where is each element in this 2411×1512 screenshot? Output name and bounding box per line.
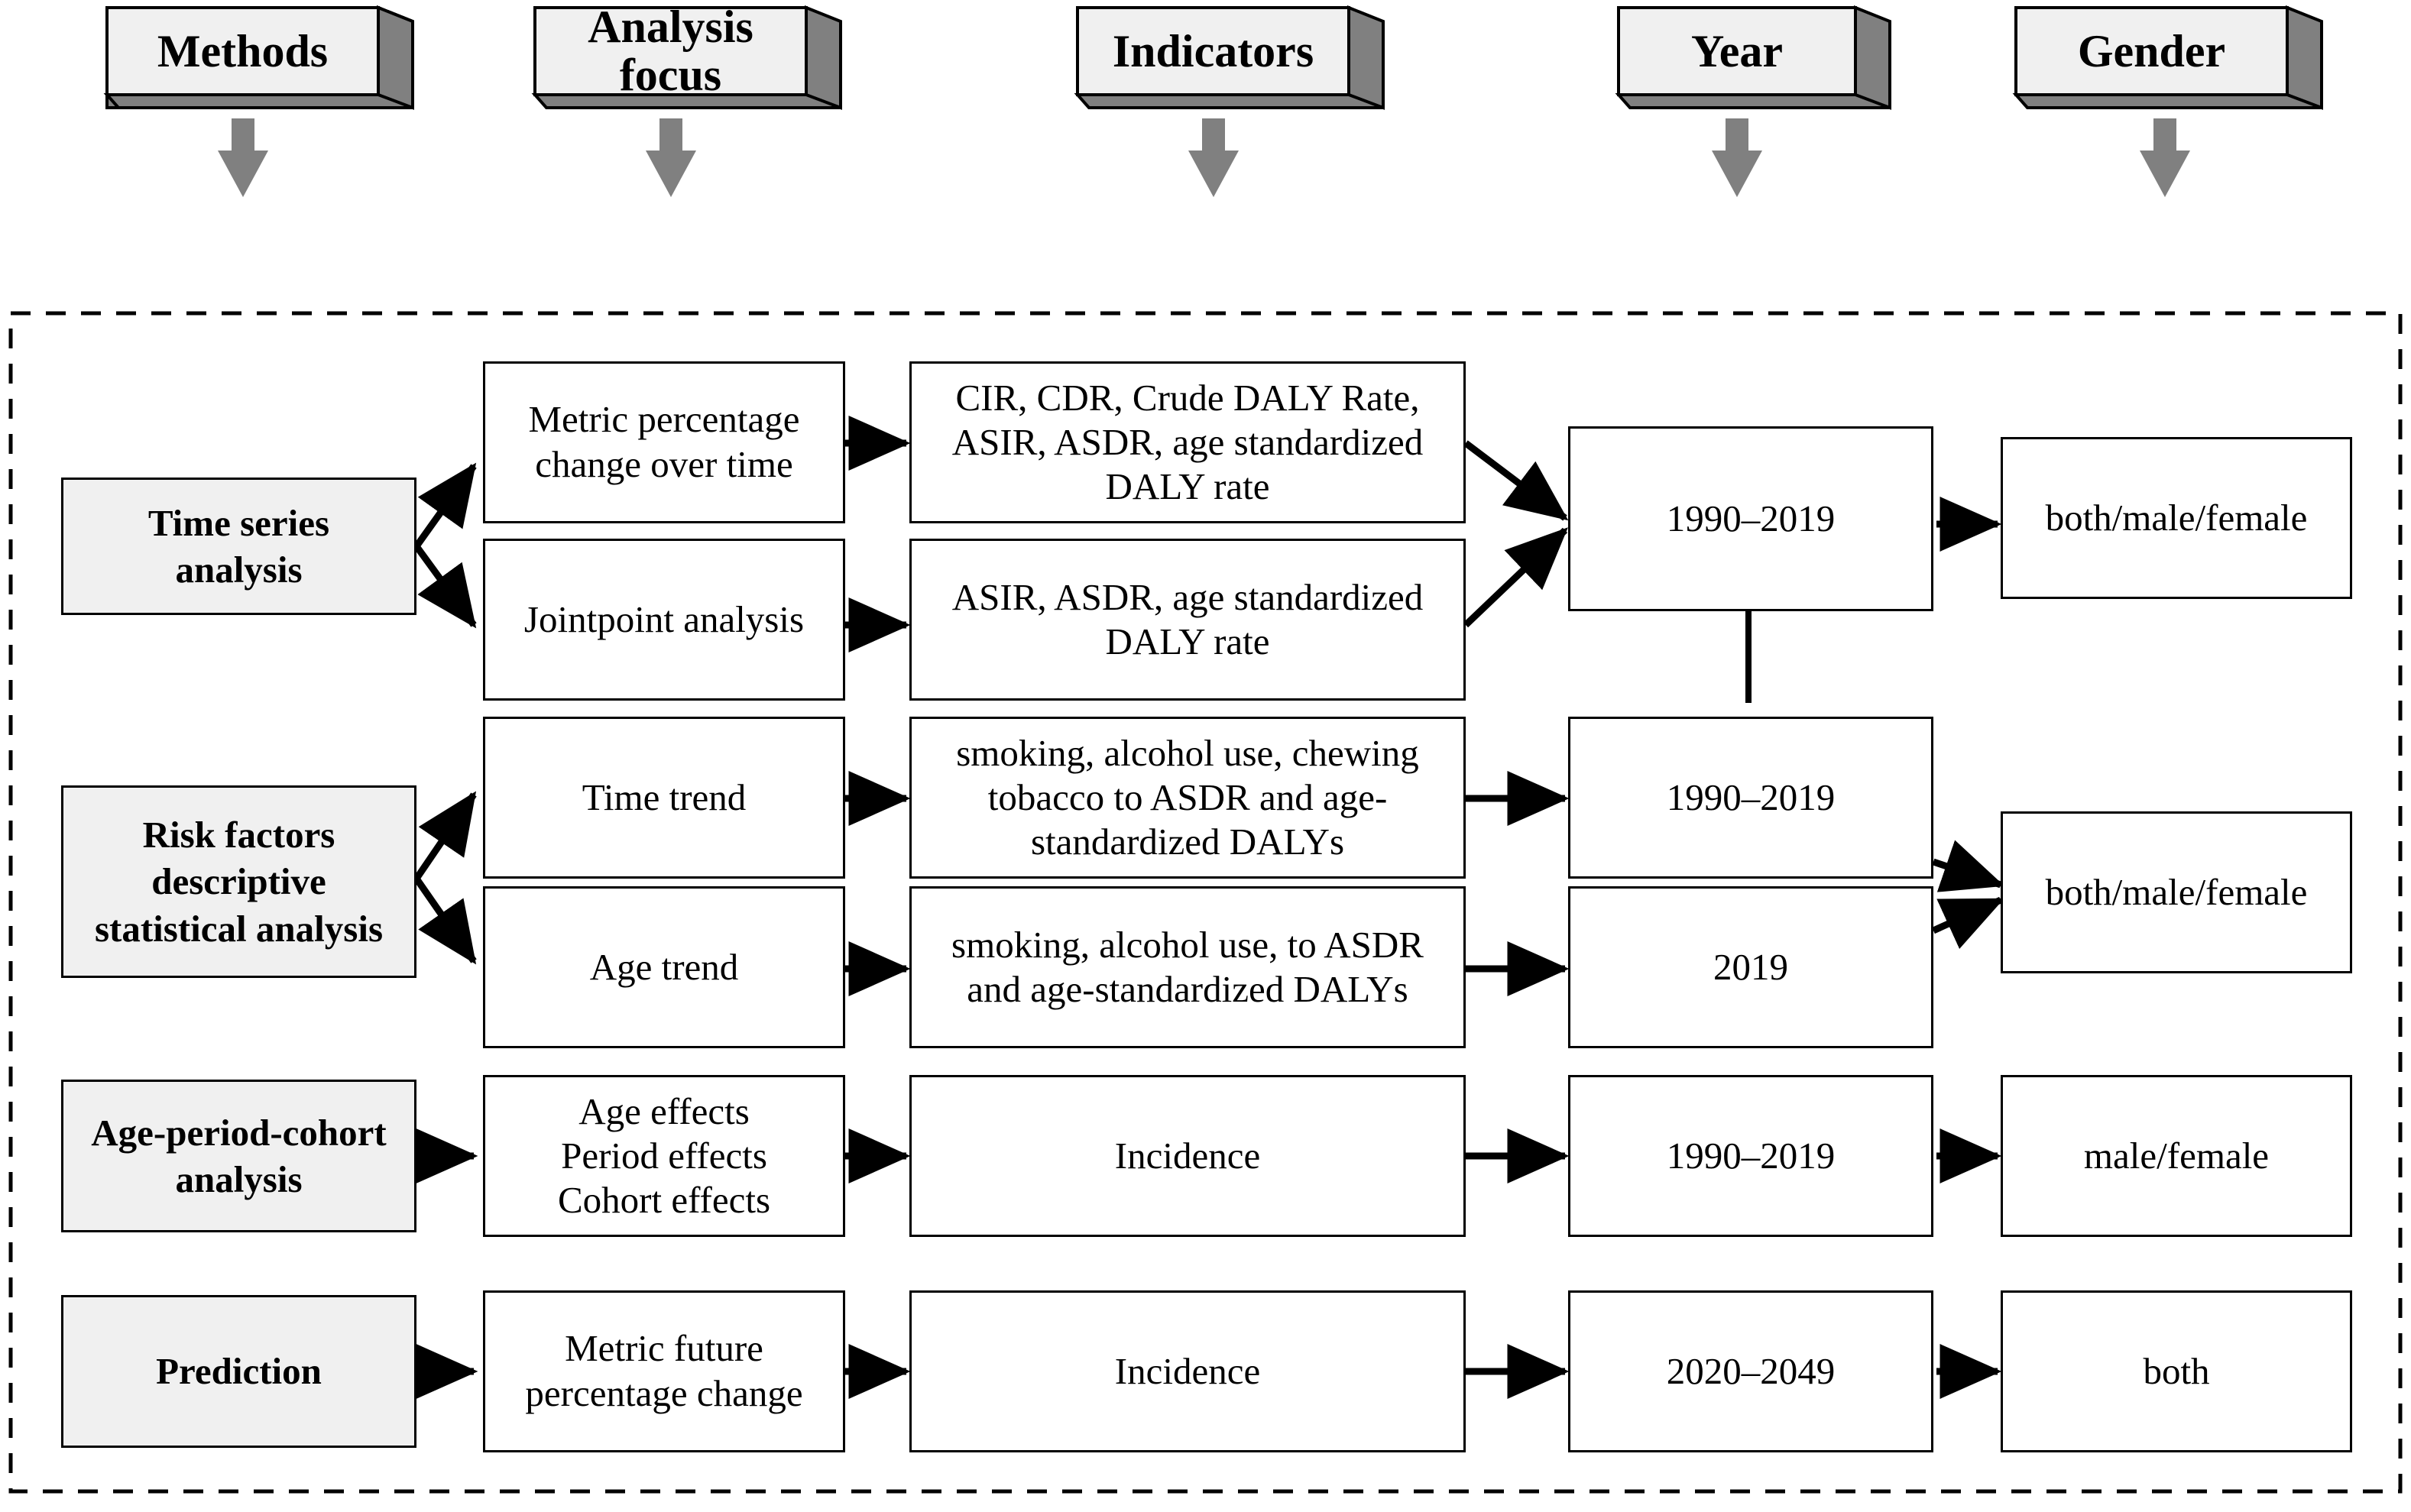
down-arrow-analysis-focus <box>646 118 696 197</box>
node-year-risk-age-trend[interactable]: 2019 <box>1568 886 1933 1048</box>
down-arrow-gender <box>2140 118 2190 197</box>
node-gender-prediction[interactable]: both <box>2001 1290 2352 1452</box>
node-focus-jointpoint-analysis[interactable]: Jointpoint analysis <box>483 539 845 701</box>
arrow-year3-to-gender <box>1932 840 2005 892</box>
node-year-time-series[interactable]: 1990–2019 <box>1568 426 1933 611</box>
node-indicator-apc-incidence[interactable]: Incidence <box>909 1075 1466 1237</box>
down-arrow-year <box>1712 118 1762 197</box>
arrow-indicator2-to-year <box>1463 527 1568 628</box>
arrow-indicator1-to-year <box>1463 440 1569 521</box>
node-gender-time-series[interactable]: both/male/female <box>2001 437 2352 599</box>
header-box-gender <box>2012 5 2323 110</box>
header-box-analysis-focus <box>531 5 842 110</box>
node-focus-time-trend[interactable]: Time trend <box>483 717 845 879</box>
node-focus-age-trend[interactable]: Age trend <box>483 886 845 1048</box>
header-box-indicators <box>1074 5 1385 110</box>
arrow-year4-to-gender <box>1932 896 2004 950</box>
node-indicator-timeseries-metric[interactable]: CIR, CDR, Crude DALY Rate,ASIR, ASDR, ag… <box>909 361 1466 523</box>
node-gender-risk-factors[interactable]: both/male/female <box>2001 811 2352 973</box>
node-gender-age-period-cohort[interactable]: male/female <box>2001 1075 2352 1237</box>
arrow-timeseries-to-metricpct <box>413 462 477 549</box>
dashed-frame <box>8 311 2403 1494</box>
connector-arrows <box>413 416 2005 1399</box>
header-box-methods <box>103 5 414 110</box>
node-year-age-period-cohort[interactable]: 1990–2019 <box>1568 1075 1933 1237</box>
header-down-arrows <box>218 118 2190 197</box>
arrow-riskfactors-to-timetrend <box>413 791 477 881</box>
node-year-risk-time-trend[interactable]: 1990–2019 <box>1568 717 1933 879</box>
down-arrow-methods <box>218 118 268 197</box>
node-method-prediction[interactable]: Prediction <box>61 1295 416 1448</box>
down-arrow-indicators <box>1188 118 1239 197</box>
arrow-timeseries-to-jointpoint <box>413 544 477 629</box>
arrow-riskfactors-to-agetrend <box>413 876 477 965</box>
node-indicator-prediction-incidence[interactable]: Incidence <box>909 1290 1466 1452</box>
node-year-prediction[interactable]: 2020–2049 <box>1568 1290 1933 1452</box>
header-box-year <box>1615 5 1891 110</box>
